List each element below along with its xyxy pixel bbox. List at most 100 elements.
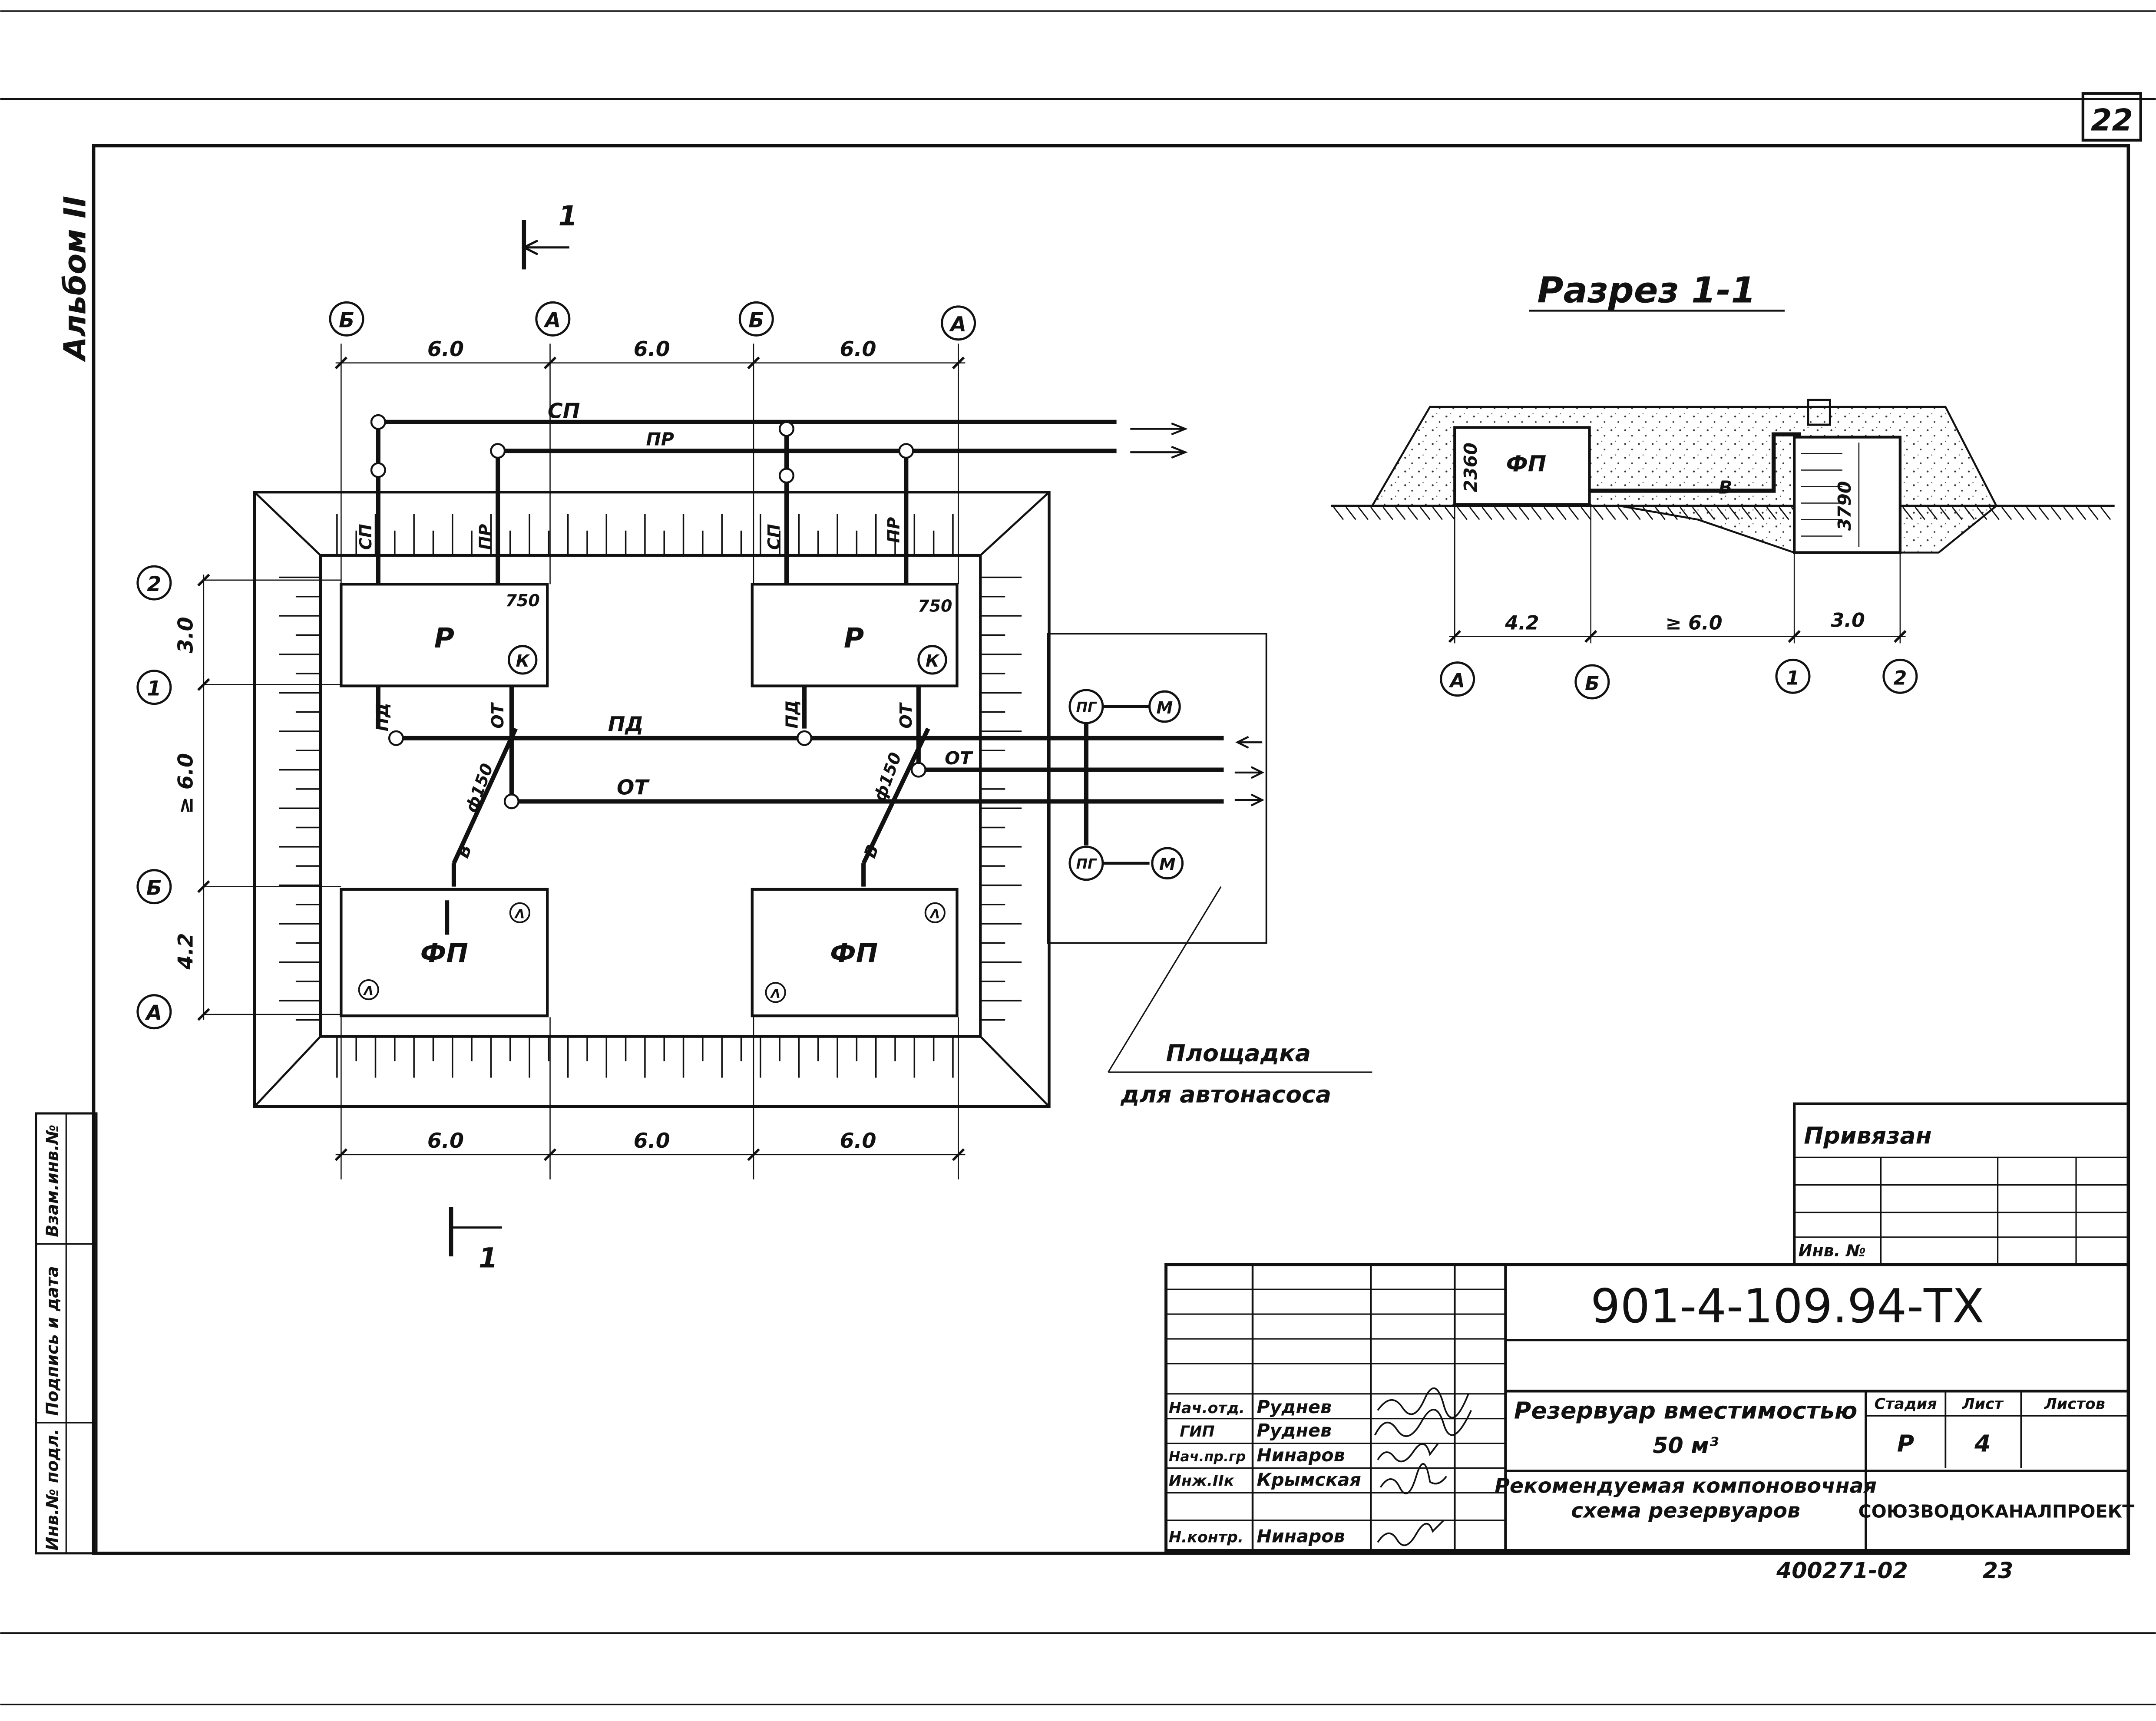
svg-text:Нач.отд.: Нач.отд. — [1169, 1400, 1245, 1417]
platform-label-1: Площадка — [1166, 1040, 1311, 1067]
svg-text:Стадия: Стадия — [1875, 1395, 1937, 1413]
label-pd: ПД — [608, 713, 644, 737]
svg-text:А: А — [543, 308, 561, 332]
svg-text:ГИП: ГИП — [1180, 1423, 1214, 1440]
plan-view: Б А Б А 2 1 Б А 6.0 6.0 6.0 6.0 6.0 6.0 … — [136, 200, 1372, 1274]
svg-text:ФП: ФП — [1506, 451, 1547, 477]
svg-text:≥ 6.0: ≥ 6.0 — [1666, 612, 1723, 634]
signatures — [1374, 1387, 1472, 1546]
dim-750-right: 750 — [918, 597, 952, 616]
svg-text:Б: Б — [339, 308, 354, 332]
svg-text:ФП: ФП — [420, 938, 468, 969]
svg-text:ПГ: ПГ — [1076, 700, 1097, 716]
label-ot-r: ОТ — [896, 702, 916, 728]
svg-text:Р: Р — [844, 622, 864, 654]
hydrant-top: ПГ — [1068, 689, 1104, 724]
label-sp-r: СП — [764, 524, 784, 550]
title-block: 901-4-109.94-ТХ Нач.отд. ГИП Нач.пр.гр И… — [1164, 1263, 2135, 1552]
dim-750-left: 750 — [506, 591, 540, 610]
svg-text:СОЮЗВОДОКАНАЛПРОЕКТ: СОЮЗВОДОКАНАЛПРОЕКТ — [1858, 1501, 2135, 1522]
archive-number: 400271-02 — [1776, 1558, 1908, 1583]
sheet-frame — [0, 10, 2156, 1705]
section-view: Разрез 1-1 ФП 2360 3790 В — [1331, 270, 2115, 700]
axis-bubble-top-4: А — [941, 305, 976, 341]
svg-text:Р: Р — [1897, 1430, 1914, 1457]
flow-arrows — [1130, 422, 1265, 806]
label-dia-r: ф150 — [870, 750, 905, 804]
svg-text:Инв.№ подл.: Инв.№ подл. — [43, 1429, 62, 1551]
svg-text:1: 1 — [559, 200, 578, 232]
svg-text:Привязан: Привязан — [1804, 1122, 1932, 1150]
dim-bottom-3: 6.0 — [840, 1129, 876, 1153]
label-sp: СП — [548, 399, 580, 423]
svg-text:50 м³: 50 м³ — [1653, 1433, 1719, 1458]
svg-text:1: 1 — [1786, 667, 1800, 689]
dim-left-2: ≥ 6.0 — [174, 753, 198, 814]
svg-text:А: А — [145, 1001, 162, 1025]
reservoir-right: Р — [751, 583, 959, 687]
svg-text:Б: Б — [1585, 673, 1600, 695]
dim-top-3: 6.0 — [840, 337, 876, 361]
label-ot-right: ОТ — [945, 748, 973, 769]
svg-text:2: 2 — [147, 572, 161, 596]
section-axis-2: Б — [1574, 664, 1610, 700]
chamber-left: К — [508, 645, 538, 675]
svg-text:А: А — [1448, 670, 1465, 692]
manhole-bottom: М — [1151, 847, 1184, 880]
dim-left-1: 3.0 — [174, 617, 198, 653]
svg-text:Λ: Λ — [514, 907, 525, 921]
dim-bottom-1: 6.0 — [427, 1129, 464, 1153]
pump-platform — [1047, 633, 1267, 944]
svg-text:Б: Б — [748, 308, 764, 332]
svg-text:М: М — [1159, 855, 1176, 874]
svg-text:4.2: 4.2 — [1505, 612, 1539, 634]
reservoir-left: Р — [340, 583, 549, 687]
dim-left-3: 4.2 — [174, 933, 198, 970]
svg-text:К: К — [926, 651, 940, 671]
label-pd-l: ПД — [373, 703, 392, 731]
label-ot: ОТ — [617, 776, 650, 800]
label-ot-l: ОТ — [488, 702, 507, 728]
section-mark-top: 1 — [521, 200, 578, 270]
svg-text:Подпись и дата: Подпись и дата — [43, 1266, 62, 1416]
svg-text:2: 2 — [1893, 667, 1907, 689]
section-axis-4: 2 — [1882, 658, 1918, 694]
section-reservoir — [1792, 436, 1902, 554]
svg-text:Рекомендуемая компоновочная: Рекомендуемая компоновочная — [1495, 1474, 1877, 1498]
embankment-inner — [319, 554, 982, 1038]
axis-bubble-top-1: Б — [329, 301, 364, 337]
svg-text:Взам.инв.№: Взам.инв.№ — [43, 1125, 62, 1237]
svg-text:4: 4 — [1974, 1430, 1991, 1457]
section-axis-1: А — [1440, 661, 1475, 697]
dim-bottom-2: 6.0 — [634, 1129, 670, 1153]
platform-label-2: для автонасоса — [1120, 1081, 1331, 1108]
section-title: Разрез 1-1 — [1537, 270, 1756, 311]
svg-text:Нинаров: Нинаров — [1257, 1526, 1345, 1547]
section-mark-bottom: 1 — [449, 1207, 502, 1274]
svg-text:Λ: Λ — [363, 984, 374, 998]
svg-text:схема резервуаров: схема резервуаров — [1571, 1499, 1800, 1523]
slope-hatching — [279, 514, 1022, 1078]
axis-bubble-top-2: А — [535, 301, 571, 337]
label-pd-r: ПД — [782, 700, 801, 729]
pipe-nodes — [370, 414, 926, 809]
chamber-right: К — [917, 645, 947, 675]
svg-text:Листов: Листов — [2044, 1395, 2105, 1413]
svg-text:Б: Б — [146, 876, 162, 900]
archive-sheet: 23 — [1983, 1558, 2013, 1583]
svg-text:1: 1 — [479, 1242, 498, 1274]
label-pr-l: ПР — [476, 524, 495, 550]
axis-bubble-left-4: А — [136, 994, 172, 1030]
dim-top-1: 6.0 — [427, 337, 464, 361]
pipe-network — [376, 420, 1224, 935]
svg-text:2360: 2360 — [1460, 443, 1481, 492]
svg-text:Λ: Λ — [929, 907, 940, 921]
svg-text:Руднев: Руднев — [1257, 1397, 1332, 1417]
svg-text:Инж.IIк: Инж.IIк — [1169, 1473, 1235, 1490]
svg-text:Инв. №: Инв. № — [1799, 1241, 1866, 1260]
filter-left: ФП Λ Λ — [340, 888, 549, 1017]
section-filter — [1453, 426, 1591, 506]
svg-text:Лист: Лист — [1962, 1395, 2004, 1413]
svg-text:Крымская: Крымская — [1257, 1470, 1361, 1490]
